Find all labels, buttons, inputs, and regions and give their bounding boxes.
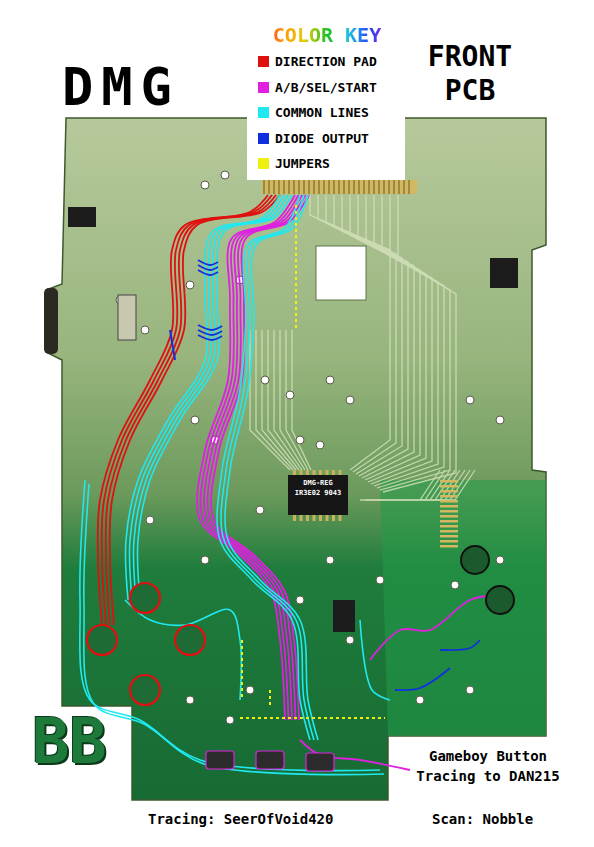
legend-row: DIODE OUTPUT <box>258 131 369 146</box>
device-name: DMG <box>62 58 252 118</box>
gold-pad <box>440 480 458 483</box>
diode-output <box>170 330 175 360</box>
legend-row: JUMPERS <box>258 156 330 171</box>
legend-text: JUMPERS <box>275 156 330 171</box>
button-traces <box>300 740 410 770</box>
pcb-traces <box>250 195 475 500</box>
gold-pad <box>440 505 458 508</box>
diode-output <box>440 640 480 650</box>
dpad-contact <box>87 583 205 705</box>
credit-tracing: Tracing: SeerOfVoid420 <box>148 811 348 827</box>
gold-pad <box>440 495 458 498</box>
legend-text: DIODE OUTPUT <box>275 131 369 146</box>
button-traces <box>197 195 309 720</box>
legend-swatch <box>258 56 269 67</box>
gold-pad <box>440 520 458 523</box>
common-traces <box>217 195 318 740</box>
gold-pad <box>440 515 458 518</box>
legend-title: COLOR KEY <box>262 24 392 47</box>
pcb-holes <box>116 171 504 724</box>
legend-panel <box>247 20 405 180</box>
legend-row: DIRECTION PAD <box>258 54 377 69</box>
legend-row: COMMON LINES <box>258 105 369 120</box>
diode-output <box>198 325 222 340</box>
volume-wheel <box>44 288 58 354</box>
jumper-wire <box>240 205 385 718</box>
legend-swatch <box>258 82 269 93</box>
gold-pad <box>440 500 458 503</box>
button-contact <box>306 753 334 771</box>
regulator-chip <box>288 470 348 521</box>
button-contact <box>256 751 284 769</box>
button-contact <box>486 586 514 614</box>
gold-pad <box>440 540 458 543</box>
capacitor <box>68 207 96 227</box>
logo: BB <box>32 706 132 777</box>
gold-pad <box>440 510 458 513</box>
legend-row: A/B/SEL/START <box>258 80 377 95</box>
capacitor <box>490 258 518 288</box>
chip-marking: DMG-REG IR3E02 9043 <box>290 478 346 498</box>
resistor-pack <box>118 295 136 340</box>
button-contact <box>461 546 489 574</box>
credit-scan: Scan: Nobble <box>432 811 572 827</box>
legend-text: A/B/SEL/START <box>275 80 377 95</box>
gold-pad <box>440 490 458 493</box>
legend-swatch <box>258 158 269 169</box>
diode-output <box>395 668 450 690</box>
button-traces <box>370 595 500 660</box>
common-traces <box>126 195 292 600</box>
credit-note: Gameboy Button Tracing to DAN215 <box>398 746 578 786</box>
common-traces <box>360 620 390 700</box>
legend-text: DIRECTION PAD <box>275 54 377 69</box>
common-traces <box>80 480 384 775</box>
legend-swatch <box>258 133 269 144</box>
gold-pad <box>440 525 458 528</box>
board-cutout <box>316 246 366 300</box>
board-side: FRONT PCB <box>400 40 540 108</box>
gold-pad <box>440 530 458 533</box>
gold-pad <box>440 545 458 548</box>
capacitor <box>333 600 355 632</box>
legend-text: COMMON LINES <box>275 105 369 120</box>
legend-swatch <box>258 107 269 118</box>
board-region <box>380 480 546 736</box>
button-contact <box>206 751 234 769</box>
gold-pad <box>440 535 458 538</box>
diode-output <box>198 260 218 275</box>
pcb-board <box>46 118 546 800</box>
ribbon-connector <box>262 180 417 194</box>
gold-pad <box>440 485 458 488</box>
